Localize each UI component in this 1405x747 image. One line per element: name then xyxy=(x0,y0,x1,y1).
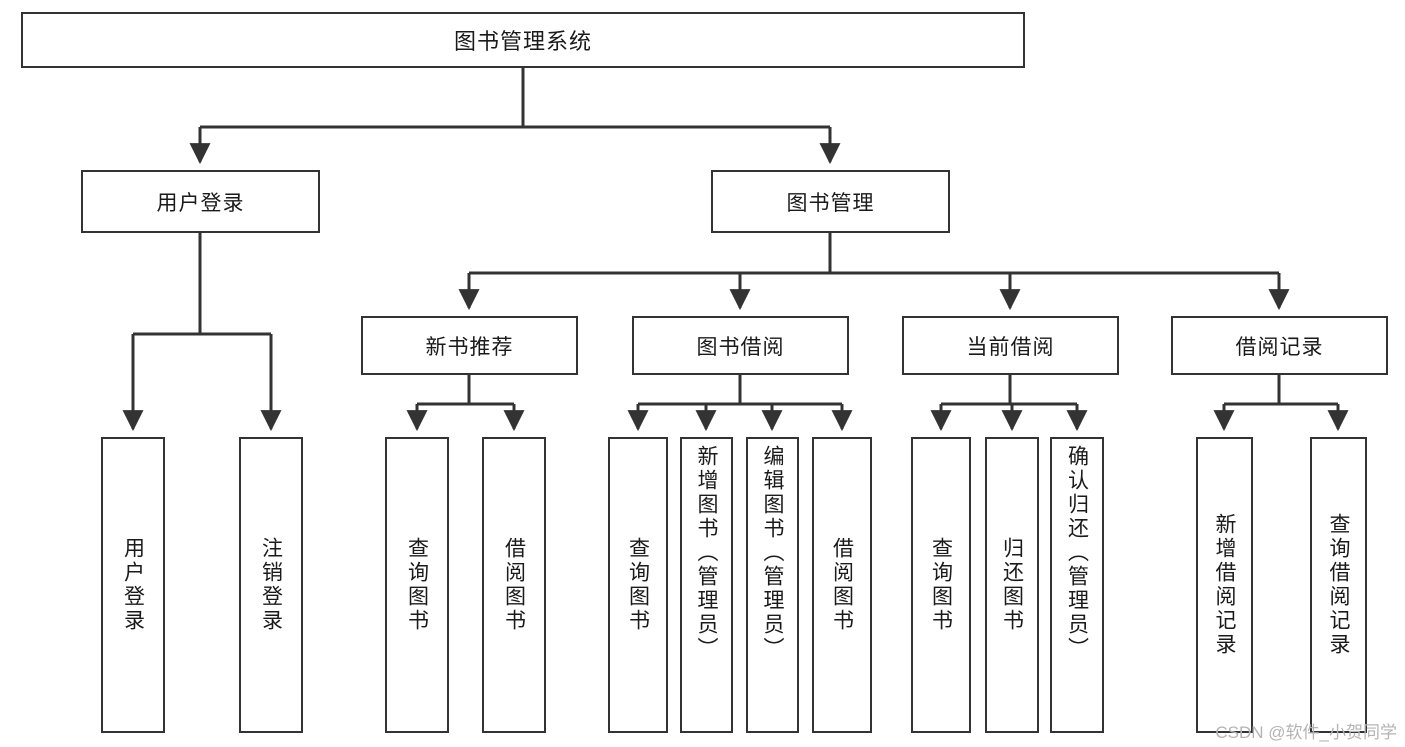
node-book-borrow-label: 图书借阅 xyxy=(696,335,785,359)
leaf-confirm-return-admin[interactable]: 确认归还（管理员） xyxy=(1050,437,1104,733)
node-root-label: 图书管理系统 xyxy=(453,29,592,54)
leaf-query-borrow-record[interactable]: 查询借阅记录 xyxy=(1310,437,1367,733)
leaf-user-login[interactable]: 用户登录 xyxy=(101,437,165,733)
leaf-add-book-admin[interactable]: 新增图书（管理员） xyxy=(680,437,733,733)
leaf-return-book-label: 归还图书 xyxy=(1000,537,1024,633)
leaf-add-borrow-record[interactable]: 新增借阅记录 xyxy=(1196,437,1253,733)
leaf-query-book-current-label: 查询图书 xyxy=(929,537,953,633)
node-book-management-label: 图书管理 xyxy=(786,191,875,215)
leaf-borrow-book-recommend[interactable]: 借阅图书 xyxy=(482,437,546,733)
leaf-borrow-book-borrow-label: 借阅图书 xyxy=(830,537,854,633)
node-user-login-label: 用户登录 xyxy=(156,191,245,215)
leaf-query-book-borrow[interactable]: 查询图书 xyxy=(608,437,668,733)
node-new-book-recommend[interactable]: 新书推荐 xyxy=(361,316,578,375)
node-new-book-recommend-label: 新书推荐 xyxy=(425,335,514,359)
leaf-user-logout-label: 注销登录 xyxy=(259,537,283,633)
node-borrow-records-label: 借阅记录 xyxy=(1235,335,1324,359)
node-book-management[interactable]: 图书管理 xyxy=(711,170,950,233)
watermark: CSDN @软件_小贺同学 xyxy=(1215,723,1397,742)
leaf-query-borrow-record-label: 查询借阅记录 xyxy=(1327,513,1350,657)
leaf-edit-book-admin[interactable]: 编辑图书（管理员） xyxy=(746,437,799,733)
node-root[interactable]: 图书管理系统 xyxy=(21,12,1025,68)
node-borrow-records[interactable]: 借阅记录 xyxy=(1171,316,1388,375)
leaf-user-logout[interactable]: 注销登录 xyxy=(239,437,303,733)
leaf-add-book-admin-label: 新增图书（管理员） xyxy=(695,445,718,661)
leaf-return-book[interactable]: 归还图书 xyxy=(985,437,1039,733)
leaf-query-book-borrow-label: 查询图书 xyxy=(626,537,650,633)
leaf-query-book-recommend-label: 查询图书 xyxy=(405,537,429,633)
leaf-edit-book-admin-label: 编辑图书（管理员） xyxy=(761,445,784,661)
leaf-borrow-book-recommend-label: 借阅图书 xyxy=(502,537,526,633)
leaf-user-login-label: 用户登录 xyxy=(121,537,145,633)
leaf-confirm-return-admin-label: 确认归还（管理员） xyxy=(1065,445,1089,661)
leaf-borrow-book-borrow[interactable]: 借阅图书 xyxy=(812,437,872,733)
node-book-borrow[interactable]: 图书借阅 xyxy=(632,316,849,375)
leaf-query-book-current[interactable]: 查询图书 xyxy=(911,437,971,733)
node-user-login[interactable]: 用户登录 xyxy=(81,170,320,233)
leaf-query-book-recommend[interactable]: 查询图书 xyxy=(385,437,449,733)
leaf-add-borrow-record-label: 新增借阅记录 xyxy=(1213,513,1236,657)
node-current-borrow[interactable]: 当前借阅 xyxy=(902,316,1119,375)
node-current-borrow-label: 当前借阅 xyxy=(966,335,1055,359)
